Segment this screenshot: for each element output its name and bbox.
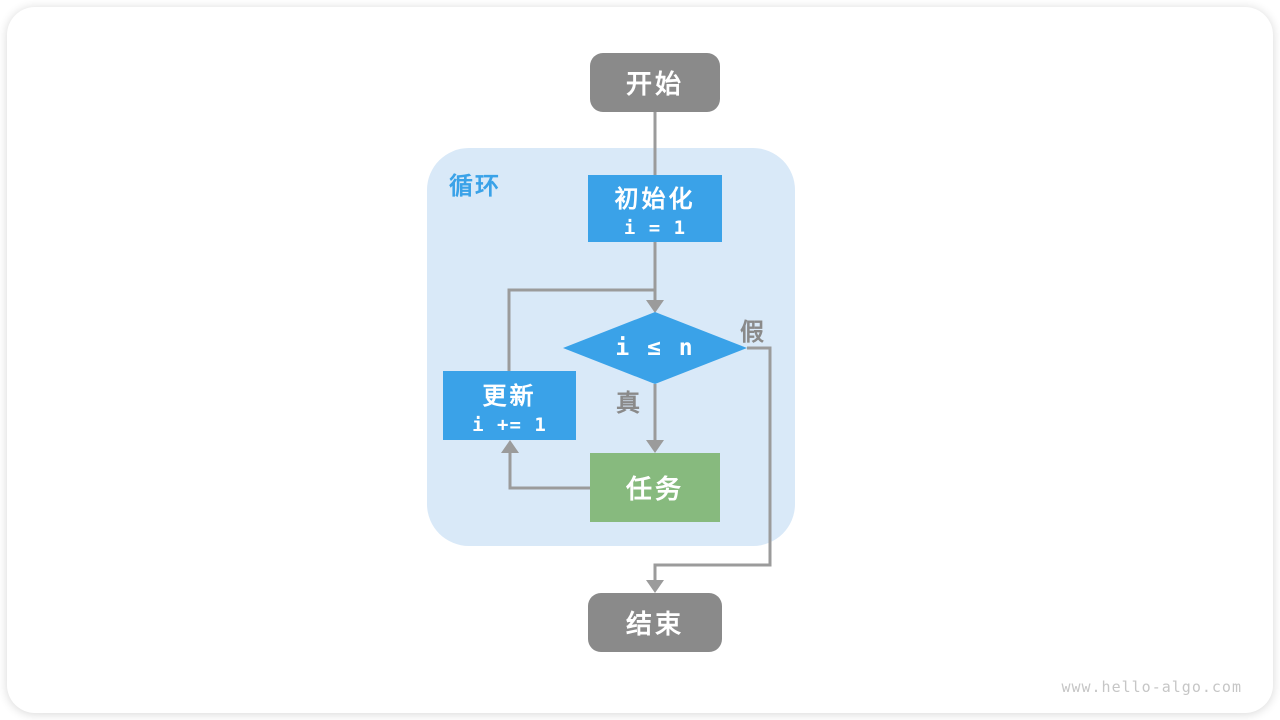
condition-node-label: i ≤ n [615,335,695,361]
end-node-label: 结束 [625,610,684,640]
update-node-title: 更新 [482,381,537,410]
update-node-code: i += 1 [472,413,547,436]
init-node-title: 初始化 [614,184,696,213]
false-branch-label: 假 [740,318,764,346]
loop-region-label: 循环 [449,172,501,200]
true-branch-label: 真 [616,389,640,417]
init-node: 初始化 i = 1 [588,175,722,242]
task-node-label: 任务 [625,475,684,505]
site-watermark: www.hello-algo.com [1061,678,1242,696]
update-node: 更新 i += 1 [443,371,576,440]
end-node: 结束 [588,593,722,652]
init-node-code: i = 1 [623,216,687,239]
start-node: 开始 [590,53,720,112]
task-node: 任务 [590,453,720,522]
start-node-label: 开始 [625,70,684,100]
